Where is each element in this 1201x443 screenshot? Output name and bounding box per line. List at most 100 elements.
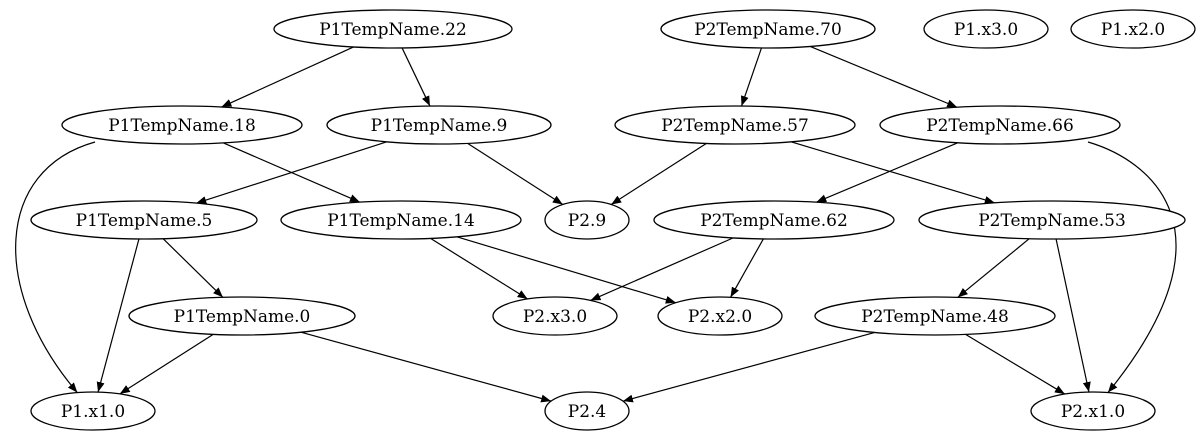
node-label: P2.x2.0 bbox=[688, 307, 752, 327]
node-n5: P1TempName.5 bbox=[30, 200, 258, 240]
node-ellipse bbox=[614, 105, 856, 145]
node-ellipse bbox=[657, 296, 783, 336]
edge-n57-to-n53 bbox=[790, 141, 995, 204]
edge-n9-to-p29 bbox=[467, 142, 564, 205]
node-n70: P2TempName.70 bbox=[660, 9, 876, 49]
node-label: P2TempName.62 bbox=[700, 211, 848, 231]
edge-line bbox=[622, 331, 875, 403]
edge-n48-to-p24 bbox=[622, 331, 875, 403]
edge-line bbox=[957, 238, 1030, 298]
node-label: P2.x1.0 bbox=[1061, 402, 1125, 422]
edge-line bbox=[221, 46, 354, 108]
node-ellipse bbox=[280, 200, 522, 240]
node-ellipse bbox=[814, 296, 1056, 336]
edge-n0-to-p1x1 bbox=[119, 333, 214, 395]
node-ellipse bbox=[61, 105, 303, 145]
node-ellipse bbox=[30, 200, 258, 240]
node-n0: P1TempName.0 bbox=[128, 296, 356, 336]
node-n57: P2TempName.57 bbox=[614, 105, 856, 145]
edge-n22-to-n18 bbox=[221, 46, 354, 108]
node-n9: P1TempName.9 bbox=[326, 105, 552, 145]
node-p2x2: P2.x2.0 bbox=[657, 296, 783, 336]
node-label: P1TempName.22 bbox=[319, 20, 467, 40]
node-p1x2: P1.x2.0 bbox=[1070, 9, 1196, 49]
node-n18: P1TempName.18 bbox=[61, 105, 303, 145]
node-label: P1TempName.18 bbox=[108, 116, 256, 136]
nodes-layer: P1TempName.22 P2TempName.70 P1.x3.0 P1.x2.0… bbox=[30, 9, 1196, 431]
node-n62: P2TempName.62 bbox=[653, 200, 895, 240]
edge-line bbox=[430, 237, 528, 300]
node-ellipse bbox=[326, 105, 552, 145]
edge-line bbox=[300, 331, 552, 403]
node-ellipse bbox=[923, 9, 1049, 49]
edge-line bbox=[467, 142, 564, 205]
node-n22: P1TempName.22 bbox=[273, 9, 513, 49]
edge-line bbox=[965, 333, 1066, 395]
node-label: P1.x3.0 bbox=[954, 20, 1018, 40]
node-label: P2.4 bbox=[568, 402, 606, 422]
edge-n66-to-p2x1 bbox=[1087, 141, 1177, 393]
node-label: P1TempName.5 bbox=[76, 211, 213, 231]
edge-n48-to-p2x1 bbox=[965, 333, 1066, 395]
edge-n5-to-n0 bbox=[162, 238, 224, 298]
node-label: P2TempName.53 bbox=[978, 211, 1126, 231]
edge-n22-to-n9 bbox=[401, 47, 431, 107]
edge-n66-to-n62 bbox=[816, 142, 958, 203]
edge-line bbox=[162, 238, 224, 298]
node-ellipse bbox=[544, 200, 630, 240]
edge-line bbox=[809, 45, 958, 108]
node-n14: P1TempName.14 bbox=[280, 200, 522, 240]
node-ellipse bbox=[1070, 9, 1196, 49]
edge-n9-to-n5 bbox=[196, 141, 387, 204]
node-ellipse bbox=[30, 391, 156, 431]
node-ellipse bbox=[660, 9, 876, 49]
node-label: P2TempName.48 bbox=[861, 307, 1009, 327]
node-label: P1TempName.9 bbox=[371, 116, 508, 136]
edge-line bbox=[119, 333, 214, 395]
node-ellipse bbox=[544, 391, 630, 431]
edge-line bbox=[1055, 238, 1091, 393]
edge-line bbox=[816, 142, 958, 203]
node-label: P2TempName.70 bbox=[694, 20, 842, 40]
node-p1x1: P1.x1.0 bbox=[30, 391, 156, 431]
node-label: P1.x2.0 bbox=[1101, 20, 1165, 40]
edge-n0-to-p24 bbox=[300, 331, 552, 403]
edge-n62-to-p2x3 bbox=[590, 237, 734, 301]
node-p29: P2.9 bbox=[544, 200, 630, 240]
edge-n62-to-p2x2 bbox=[730, 238, 764, 298]
edges-layer bbox=[15, 45, 1177, 403]
edge-n14-to-p2x3 bbox=[430, 237, 528, 300]
edge-line bbox=[740, 47, 763, 107]
edge-n5-to-p1x1 bbox=[96, 238, 140, 393]
node-label: P2TempName.66 bbox=[926, 116, 1074, 136]
node-label: P2TempName.57 bbox=[661, 116, 809, 136]
node-ellipse bbox=[273, 9, 513, 49]
edge-line bbox=[1087, 141, 1177, 393]
node-p2x3: P2.x3.0 bbox=[492, 296, 618, 336]
node-label: P1.x1.0 bbox=[61, 402, 125, 422]
edge-line bbox=[610, 142, 707, 205]
edge-line bbox=[401, 47, 431, 107]
edge-n70-to-n66 bbox=[809, 45, 958, 108]
node-ellipse bbox=[879, 105, 1121, 145]
node-n53: P2TempName.53 bbox=[918, 200, 1186, 240]
edge-line bbox=[590, 237, 734, 301]
edge-n53-to-p2x1 bbox=[1055, 238, 1091, 393]
edge-n70-to-n57 bbox=[740, 47, 763, 107]
node-ellipse bbox=[1030, 391, 1156, 431]
edge-n57-to-p29 bbox=[610, 142, 707, 205]
node-p2x1: P2.x1.0 bbox=[1030, 391, 1156, 431]
edge-line bbox=[15, 141, 96, 394]
node-p1x3: P1.x3.0 bbox=[923, 9, 1049, 49]
node-p24: P2.4 bbox=[544, 391, 630, 431]
node-n48: P2TempName.48 bbox=[814, 296, 1056, 336]
edge-n53-to-n48 bbox=[957, 238, 1030, 298]
edge-line bbox=[456, 236, 676, 304]
edge-n14-to-p2x2 bbox=[456, 236, 676, 304]
edge-line bbox=[790, 141, 995, 204]
node-ellipse bbox=[653, 200, 895, 240]
node-label: P1TempName.0 bbox=[174, 307, 311, 327]
node-ellipse bbox=[492, 296, 618, 336]
node-label: P2.x3.0 bbox=[523, 307, 587, 327]
